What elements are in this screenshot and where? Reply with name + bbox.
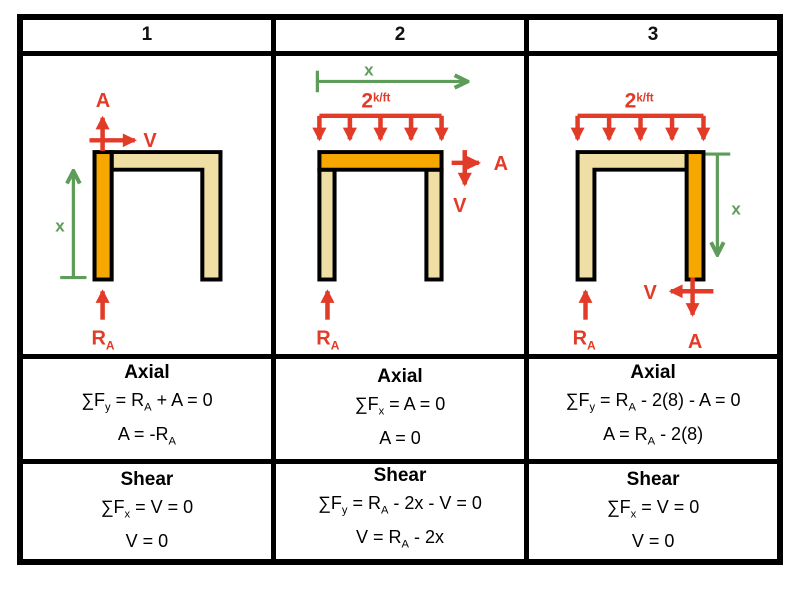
frame-right-column bbox=[424, 167, 444, 281]
shear-equation-1: ∑Fy = RA - 2x - V = 0 bbox=[318, 493, 482, 517]
shear-equation-2: V = 0 bbox=[631, 530, 675, 551]
header-row: 1 2 3 bbox=[17, 14, 783, 56]
axial-title: Axial bbox=[377, 366, 423, 388]
frame-left-column bbox=[317, 167, 337, 281]
axial-row: Axial ∑Fy = RA + A = 0 A = -RA Axial ∑Fx… bbox=[17, 353, 783, 464]
frame-left-column-and-beam bbox=[575, 149, 689, 281]
dimension-arrow-x bbox=[315, 70, 466, 92]
frame-analysis-table: 1 2 3 A bbox=[17, 14, 783, 565]
shear-label: V bbox=[643, 281, 657, 304]
frame-beam-and-right-column bbox=[109, 149, 223, 281]
shear-equation-2: V = RA - 2x bbox=[355, 526, 444, 551]
dimension-arrow-x bbox=[705, 151, 731, 254]
distributed-load bbox=[570, 113, 711, 141]
dimension-label: x bbox=[364, 60, 374, 79]
axial-label: A bbox=[493, 152, 509, 175]
axial-equation-2: A = -RA bbox=[117, 424, 176, 448]
diagram-cell-2: x 2k/ft A V RA bbox=[270, 50, 530, 359]
axial-equation-1: ∑Fx = A = 0 bbox=[354, 394, 446, 418]
frame-diagram-1 bbox=[60, 115, 223, 320]
shear-row: Shear ∑Fx = V = 0 V = 0 Shear ∑Fy = RA -… bbox=[17, 458, 783, 565]
diagram-row: A V x RA bbox=[17, 50, 783, 359]
axial-title: Axial bbox=[124, 362, 170, 384]
frame-left-column-highlighted bbox=[92, 149, 114, 281]
cut-force-arrows bbox=[89, 115, 137, 151]
col-header-2: 2 bbox=[270, 14, 530, 56]
axial-title: Axial bbox=[630, 362, 676, 384]
shear-title: Shear bbox=[626, 468, 680, 490]
shear-cell-3: Shear ∑Fx = V = 0 V = 0 bbox=[524, 458, 783, 565]
axial-cell-1: Axial ∑Fy = RA + A = 0 A = -RA bbox=[17, 353, 276, 464]
shear-title: Shear bbox=[373, 465, 427, 487]
axial-equation-2: A = RA - 2(8) bbox=[603, 424, 704, 448]
distributed-load-label: 2k/ft bbox=[624, 89, 654, 112]
cut-force-arrows bbox=[668, 277, 714, 317]
col-header-3: 3 bbox=[524, 14, 783, 56]
axial-cell-2: Axial ∑Fx = A = 0 A = 0 bbox=[270, 353, 530, 464]
dimension-label: x bbox=[55, 216, 65, 235]
frame-diagram-2 bbox=[312, 70, 481, 320]
axial-label: A bbox=[687, 330, 703, 353]
distributed-load-label: 2k/ft bbox=[361, 89, 391, 112]
reaction-label: RA bbox=[91, 327, 115, 352]
axial-equation-1: ∑Fy = RA - 2(8) - A = 0 bbox=[565, 390, 741, 414]
axial-equation-1: ∑Fy = RA + A = 0 bbox=[81, 390, 213, 414]
frame-right-column-highlighted bbox=[684, 149, 706, 281]
shear-title: Shear bbox=[120, 468, 174, 490]
axial-equation-2: A = 0 bbox=[379, 427, 421, 448]
shear-equation-1: ∑Fx = V = 0 bbox=[100, 496, 194, 521]
axial-cell-3: Axial ∑Fy = RA - 2(8) - A = 0 A = RA - 2… bbox=[524, 353, 783, 464]
shear-equation-2: V = 0 bbox=[125, 530, 169, 551]
axial-label: A bbox=[95, 89, 111, 112]
dimension-arrow-x bbox=[60, 171, 87, 279]
shear-cell-2: Shear ∑Fy = RA - 2x - V = 0 V = RA - 2x bbox=[270, 458, 530, 565]
reaction-label: RA bbox=[316, 327, 340, 352]
shear-equation-1: ∑Fx = V = 0 bbox=[606, 496, 700, 521]
frame-beam-highlighted bbox=[317, 149, 444, 172]
reaction-label: RA bbox=[572, 327, 596, 352]
col-header-1: 1 bbox=[17, 14, 276, 56]
frame-diagram-3 bbox=[570, 113, 731, 320]
dimension-label: x bbox=[731, 199, 741, 218]
cut-force-arrows bbox=[451, 149, 481, 186]
shear-label: V bbox=[143, 129, 157, 152]
shear-label: V bbox=[453, 194, 467, 217]
distributed-load bbox=[312, 113, 449, 141]
diagram-cell-1: A V x RA bbox=[17, 50, 276, 359]
diagram-cell-3: 2k/ft x V A RA bbox=[524, 50, 783, 359]
shear-cell-1: Shear ∑Fx = V = 0 V = 0 bbox=[17, 458, 276, 565]
